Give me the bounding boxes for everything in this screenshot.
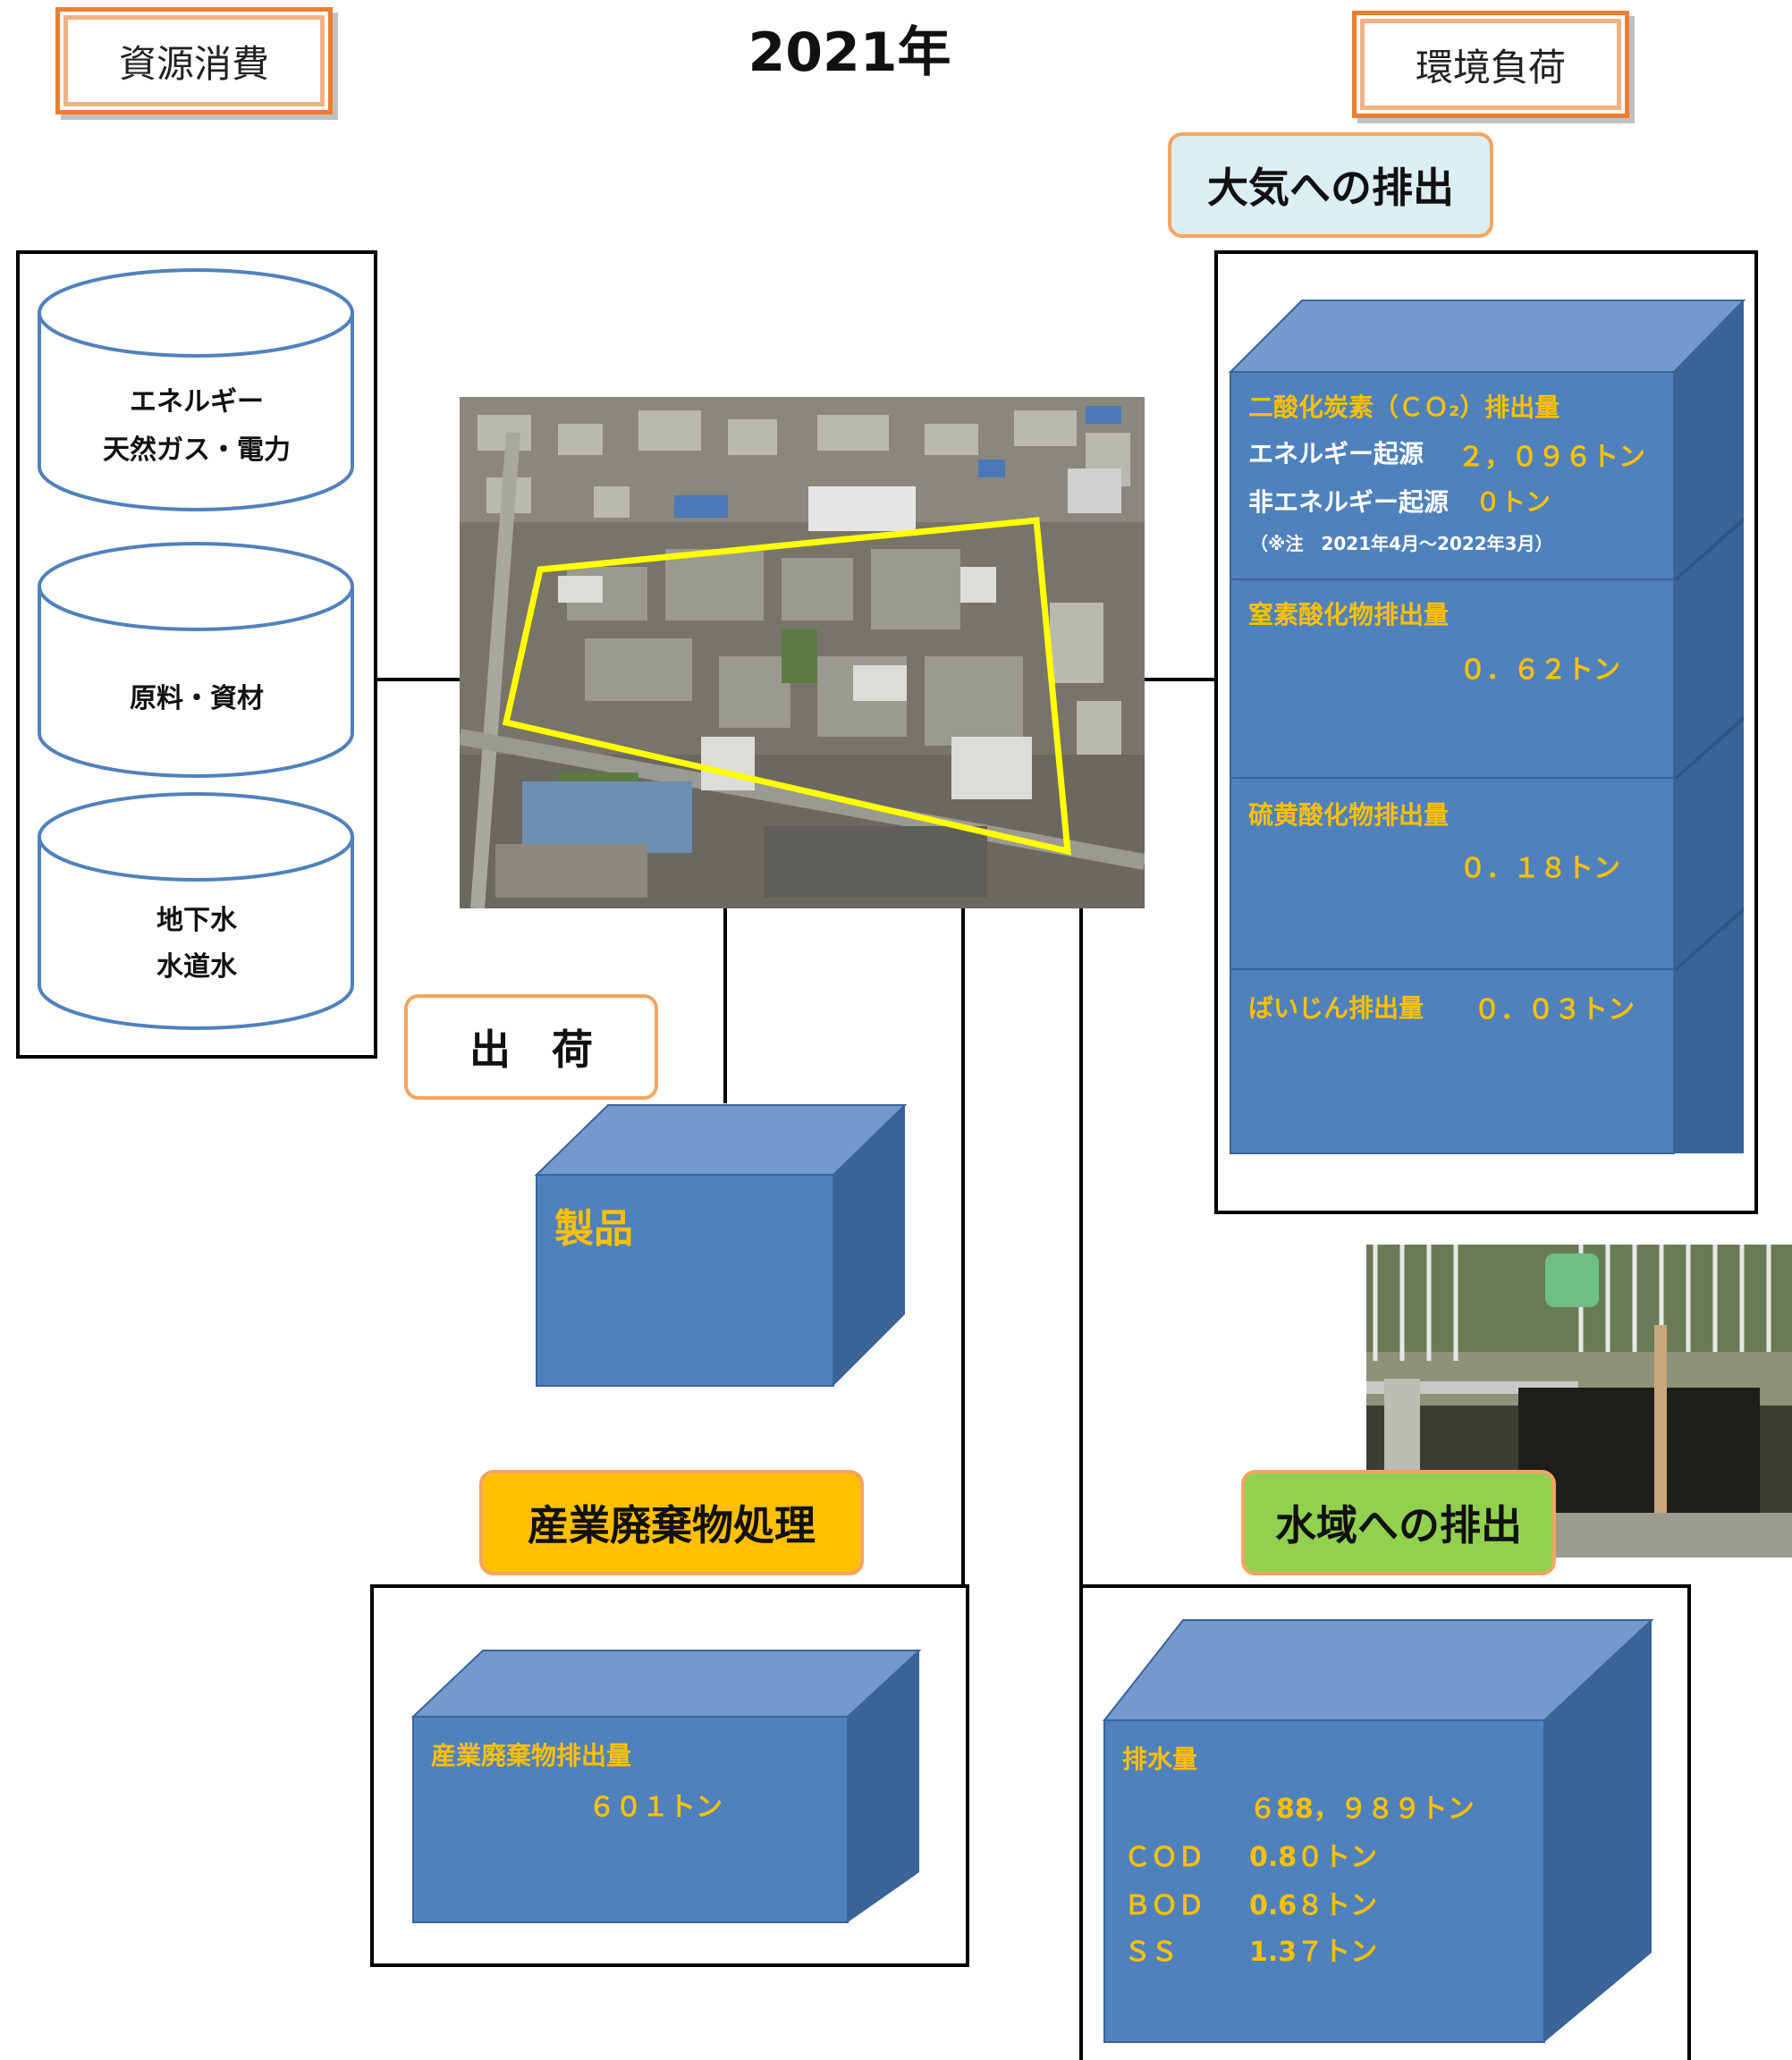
waste-panel: 産業廃棄物排出量 ６０１トン — [370, 1584, 969, 1967]
energy-label-2: 天然ガス・電力 — [103, 435, 291, 466]
drain-value: ６88，９８９トン — [1249, 1794, 1475, 1825]
water-label-1: 地下水 — [156, 905, 237, 936]
co2-energy-value: ２，０９６トン — [1458, 442, 1645, 473]
environmental-load-tag: 環境負荷 — [1352, 11, 1629, 118]
sox-value: ０．１８トン — [1459, 853, 1620, 884]
waste-badge: 産業廃棄物処理 — [479, 1470, 864, 1575]
air-emission-badge: 大気への排出 — [1168, 132, 1493, 238]
air-emission-title: 大気への排出 — [1207, 164, 1454, 212]
co2-nonenergy-value: ０トン — [1475, 487, 1551, 517]
resource-panel: エネルギー 天然ガス・電力 原料・資材 地下水 水道水 — [16, 250, 377, 1059]
sox-label: 硫黄酸化物排出量 — [1248, 800, 1450, 830]
nox-value: ０．６２トン — [1459, 654, 1620, 686]
drain-label: 排水量 — [1122, 1744, 1198, 1774]
aerial-photo-illustration — [460, 397, 1145, 908]
nox-label: 窒素酸化物排出量 — [1248, 600, 1450, 629]
shipping-badge: 出 荷 — [404, 994, 658, 1100]
product-label: 製品 — [554, 1206, 633, 1252]
co2-note: （※注 2021年4月～2022年3月） — [1250, 533, 1553, 554]
co2-nonenergy-label: 非エネルギー起源 — [1248, 487, 1450, 517]
factory-aerial-photo — [460, 397, 1145, 908]
cod-value: 0.8０トン — [1249, 1842, 1378, 1873]
product-cube: 製品 — [534, 1103, 908, 1389]
product-cube-shape — [534, 1104, 908, 1387]
materials-label: 原料・資材 — [130, 683, 264, 714]
connector-water — [1079, 908, 1083, 2056]
co2-title: 二酸化炭素（ＣＯ₂）排出量 — [1248, 393, 1560, 422]
waste-label: 産業廃棄物排出量 — [431, 1741, 632, 1770]
ss-label: ＳＳ — [1124, 1937, 1178, 1968]
environmental-load-label: 環境負荷 — [1415, 45, 1566, 89]
connector-shipping — [723, 908, 727, 1103]
resource-consumption-label: 資源消費 — [118, 41, 269, 86]
waste-cube — [410, 1650, 922, 1923]
water-cube — [1102, 1619, 1654, 2043]
page-title: 2021年 — [748, 21, 951, 84]
bod-value: 0.6８トン — [1249, 1890, 1378, 1921]
co2-energy-label: エネルギー起源 — [1248, 439, 1424, 469]
connector-waste — [961, 908, 965, 1588]
connector-left — [370, 678, 460, 681]
resource-cylinders — [38, 268, 354, 1030]
waste-title: 産業廃棄物処理 — [528, 1501, 816, 1549]
shipping-title: 出 荷 — [469, 1026, 593, 1074]
cod-label: ＣＯＤ — [1124, 1842, 1205, 1873]
water-label-2: 水道水 — [156, 951, 237, 983]
dust-label: ばいじん排出量 — [1248, 993, 1424, 1023]
ss-value: 1.3７トン — [1249, 1937, 1378, 1968]
connector-right — [1145, 678, 1218, 681]
energy-label-1: エネルギー — [130, 386, 264, 418]
waste-value: ６０１トン — [588, 1792, 723, 1823]
water-emission-badge: 水域への排出 — [1241, 1470, 1556, 1575]
air-cubes — [1228, 300, 1746, 1154]
water-emission-panel: 排水量 ６88，９８９トン ＣＯＤ 0.8０トン ＢＯＤ 0.6８トン ＳＳ 1… — [1079, 1584, 1691, 2060]
bod-label: ＢＯＤ — [1124, 1890, 1205, 1921]
resource-consumption-tag: 資源消費 — [55, 7, 333, 114]
water-emission-title: 水域への排出 — [1275, 1501, 1522, 1549]
dust-value: ０．０３トン — [1474, 994, 1635, 1026]
air-emission-panel: 二酸化炭素（ＣＯ₂）排出量 エネルギー起源 ２，０９６トン 非エネルギー起源 ０… — [1214, 250, 1758, 1214]
